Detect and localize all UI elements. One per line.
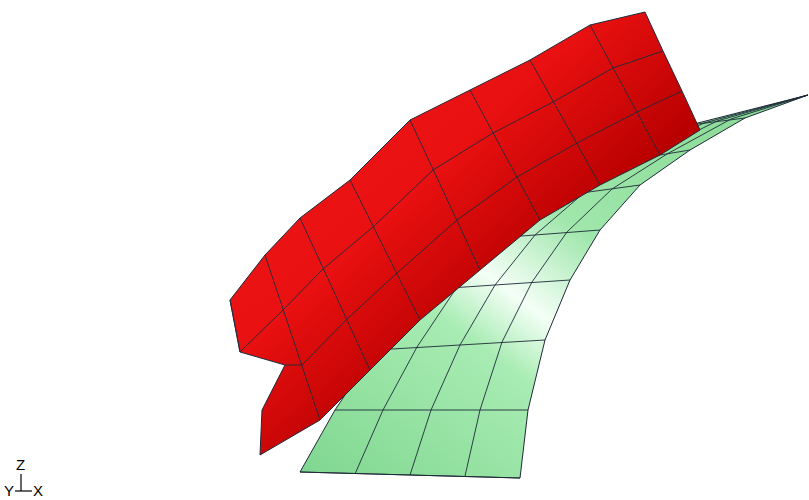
axis-label: X (33, 483, 43, 498)
axis-label: Z (16, 457, 25, 472)
axis-triad (15, 474, 32, 491)
red-shell (230, 12, 700, 455)
axis-label: Y (4, 483, 14, 498)
